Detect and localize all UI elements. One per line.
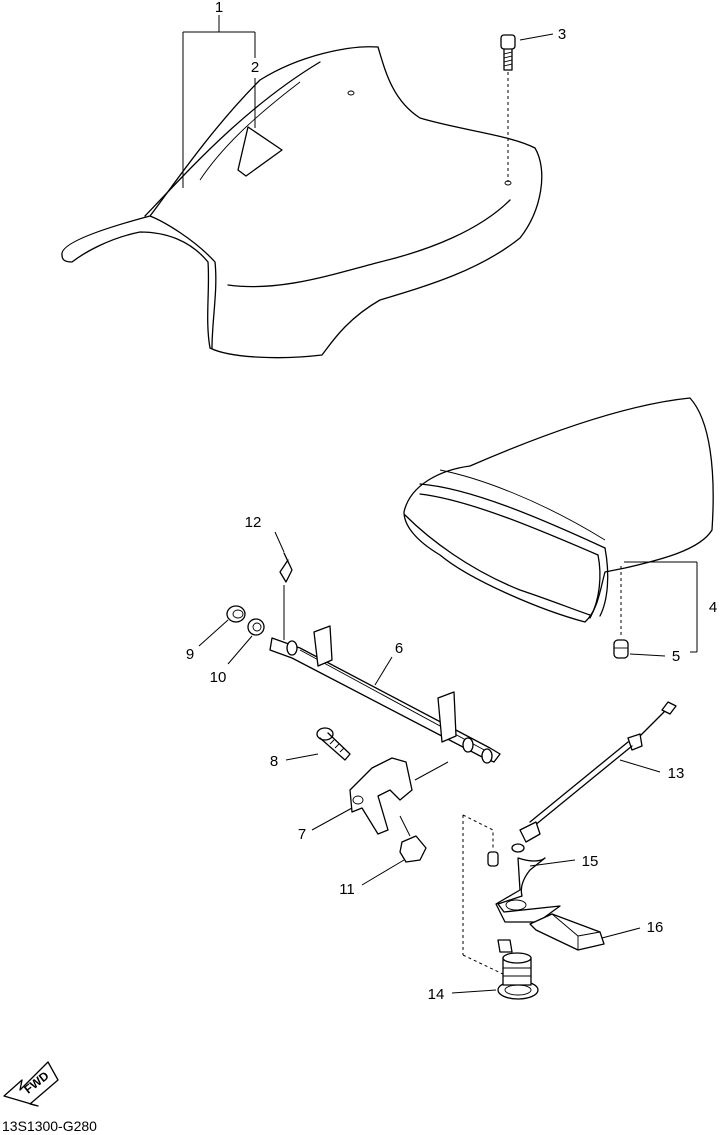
plate-part-15	[495, 857, 561, 923]
lock-part-14	[462, 814, 539, 1000]
leader-lines	[182, 15, 698, 994]
washer-part-9	[226, 605, 246, 623]
callout-1: 1	[215, 0, 223, 16]
callout-12: 12	[245, 514, 262, 531]
rod-part-6	[269, 625, 501, 764]
callout-5: 5	[672, 648, 680, 665]
callout-3: 3	[558, 26, 566, 43]
callout-15: 15	[582, 853, 599, 870]
diagram-code: 13S1300-G280	[2, 1118, 97, 1134]
callout-labels: 1 2 3 4 5 6 7 8 9 10 11 12 13 14 15 16	[186, 0, 717, 1003]
passenger-seat	[403, 397, 714, 636]
callout-6: 6	[395, 640, 403, 657]
damper-part-5	[613, 639, 629, 659]
clip-part-12	[279, 552, 293, 640]
cover-part-16	[529, 913, 605, 951]
callout-16: 16	[647, 919, 664, 936]
callout-14: 14	[428, 986, 445, 1003]
callout-7: 7	[298, 826, 306, 843]
callout-8: 8	[270, 753, 278, 770]
fwd-arrow-icon: FWD	[3, 1061, 59, 1107]
callout-13: 13	[668, 765, 685, 782]
callout-2: 2	[251, 59, 259, 76]
callout-11: 11	[339, 881, 355, 898]
callout-4: 4	[709, 599, 717, 616]
washer-part-10	[247, 618, 265, 636]
bracket-part-7	[349, 757, 449, 835]
screw-part-3	[500, 34, 516, 186]
bolt-part-8	[316, 727, 351, 761]
callout-10: 10	[210, 669, 227, 686]
clamp-part-11	[399, 815, 427, 863]
cable-part-13	[511, 701, 677, 853]
rider-seat	[61, 46, 543, 359]
callout-9: 9	[186, 646, 194, 663]
